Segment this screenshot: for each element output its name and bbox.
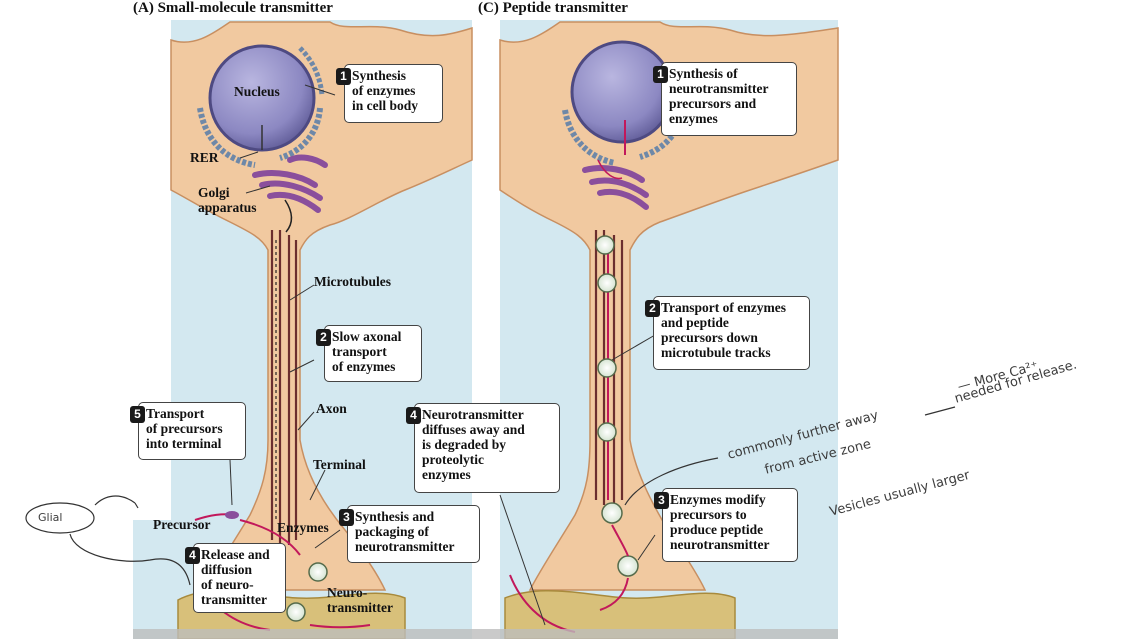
microtubules-label: Microtubules — [314, 274, 391, 289]
panel-a-vesicle — [308, 562, 328, 582]
panel-c-vesicles — [595, 235, 639, 577]
callout-c-1-number: 1 — [653, 66, 668, 83]
rer-label: RER — [190, 150, 219, 165]
callout-a-4: 4 Release and diffusion of neuro- transm… — [185, 543, 286, 613]
callout-c-2: 2 Transport of enzymes and peptide precu… — [645, 296, 810, 370]
callout-a-5: 5 Transport of precursors into terminal — [130, 402, 246, 460]
callout-a-2-number: 2 — [316, 329, 331, 346]
callout-c-2-number: 2 — [645, 300, 660, 317]
glial-circle — [25, 502, 95, 534]
callout-a-2-text: Slow axonal transport of enzymes — [332, 329, 402, 374]
terminal-label: Terminal — [313, 457, 366, 472]
callout-c-4: 4 Neurotransmitter diffuses away and is … — [406, 403, 560, 493]
callout-a-2: 2 Slow axonal transport of enzymes — [316, 325, 422, 382]
panel-a-microtubules — [270, 230, 298, 545]
nucleus-label: Nucleus — [234, 84, 280, 99]
enzymes-label: Enzymes — [277, 520, 329, 535]
callout-a-3-text: Synthesis and packaging of neurotransmit… — [355, 509, 455, 554]
glial-note: Glial — [38, 511, 63, 524]
callout-c-3-text: Enzymes modify precursors to produce pep… — [670, 492, 770, 552]
callout-c-4-text: Neurotransmitter diffuses away and is de… — [422, 407, 525, 482]
callout-a-1-number: 1 — [336, 68, 351, 85]
callout-c-3-number: 3 — [654, 492, 669, 509]
panel-a-golgi — [252, 154, 328, 213]
callout-c-1-text: Synthesis of neurotransmitter precursors… — [669, 66, 769, 126]
callout-c-2-text: Transport of enzymes and peptide precurs… — [661, 300, 786, 360]
callout-a-5-number: 5 — [130, 406, 145, 423]
panel-c-title: (C) Peptide transmitter — [478, 0, 628, 16]
callout-a-4-text: Release and diffusion of neuro- transmit… — [201, 547, 270, 607]
panel-c-neuron-body — [499, 21, 839, 591]
callout-a-4-number: 4 — [185, 547, 200, 564]
panel-a-title: (A) Small-molecule transmitter — [133, 0, 333, 16]
callout-a-3: 3 Synthesis and packaging of neurotransm… — [339, 505, 480, 563]
callout-c-4-number: 4 — [406, 407, 421, 424]
panel-c-nucleus — [570, 40, 674, 144]
callout-a-1-text: Synthesis of enzymes in cell body — [352, 68, 419, 113]
precursor-label: Precursor — [153, 517, 211, 532]
callout-a-1: 1 Synthesis of enzymes in cell body — [336, 64, 443, 123]
callout-c-1: 1 Synthesis of neurotransmitter precurso… — [653, 62, 797, 136]
axon-label: Axon — [316, 401, 347, 416]
callout-a-3-number: 3 — [339, 509, 354, 526]
callout-a-5-text: Transport of precursors into terminal — [146, 406, 223, 451]
panel-c-golgi — [582, 165, 649, 210]
golgi-label: Golgi apparatus — [198, 185, 257, 215]
panel-a-neuron-body — [170, 21, 473, 591]
neurotransmitter-label: Neuro- transmitter — [327, 585, 393, 615]
callout-c-3: 3 Enzymes modify precursors to produce p… — [654, 488, 798, 562]
panel-c-postsynaptic — [504, 590, 736, 639]
